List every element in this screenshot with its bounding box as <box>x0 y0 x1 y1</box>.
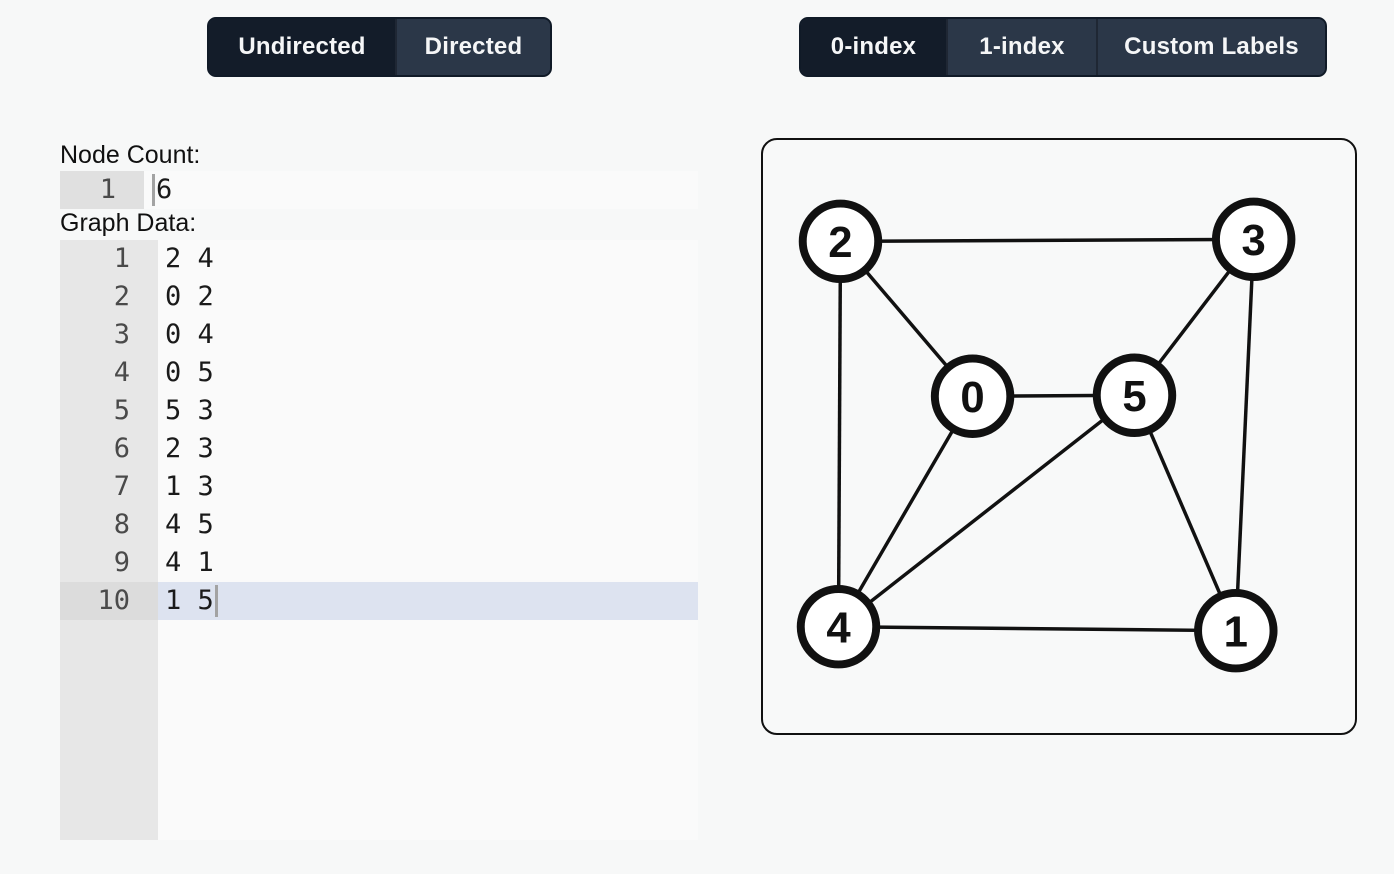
line-content[interactable]: 2 3 <box>158 430 698 468</box>
node-label: 0 <box>960 373 984 422</box>
edge-2-3 <box>840 237 1254 244</box>
graph-node-2[interactable]: 2 <box>798 199 883 284</box>
toggle-option-custom-labels[interactable]: Custom Labels <box>1096 19 1325 75</box>
line-text: 0 2 <box>165 281 214 312</box>
graph-node-5[interactable]: 5 <box>1092 353 1177 437</box>
graph-node-4[interactable]: 4 <box>796 584 881 669</box>
node-circle[interactable] <box>930 354 1015 438</box>
text-cursor <box>152 174 155 206</box>
line-number: 3 <box>113 319 130 350</box>
editor-line[interactable]: 6 2 3 <box>60 430 698 468</box>
text-cursor <box>214 585 218 617</box>
graph-svg: 2 3 0 5 4 1 <box>796 197 1296 673</box>
edge-0-4 <box>836 395 975 628</box>
graph-node-0[interactable]: 0 <box>930 354 1015 438</box>
graph-canvas[interactable]: 2 3 0 5 4 1 <box>761 138 1357 735</box>
line-content[interactable]: 6 <box>144 171 698 209</box>
line-number: 6 <box>113 433 130 464</box>
line-number: 10 <box>60 582 158 620</box>
line-content[interactable]: 5 3 <box>158 392 698 430</box>
line-number: 1 <box>99 174 116 205</box>
editor-line[interactable]: 5 5 3 <box>60 392 698 430</box>
line-text: 0 5 <box>165 357 214 388</box>
line-number: 9 <box>113 547 130 578</box>
node-label: 2 <box>828 218 852 267</box>
line-number: 4 <box>113 357 130 388</box>
node-circle[interactable] <box>1211 197 1296 282</box>
line-text: 5 3 <box>165 395 214 426</box>
line-content[interactable]: 2 4 <box>158 240 698 278</box>
node-label: 4 <box>826 603 851 652</box>
line-number: 1 <box>113 243 130 274</box>
node-circle[interactable] <box>1194 588 1278 673</box>
edge-1-3 <box>1234 239 1256 631</box>
graph-data-label: Graph Data: <box>60 209 197 237</box>
line-text: 1 3 <box>165 471 214 502</box>
line-text: 1 5 <box>165 585 214 616</box>
node-label: 3 <box>1242 216 1266 265</box>
editor-line[interactable]: 1 2 4 <box>60 240 698 278</box>
line-text: 2 3 <box>165 433 214 464</box>
graph-node-1[interactable]: 1 <box>1194 588 1278 673</box>
line-number: 5 <box>113 395 130 426</box>
editor-line[interactable]: 3 0 4 <box>60 316 698 354</box>
line-text: 6 <box>156 174 173 205</box>
editor-line[interactable]: 4 0 5 <box>60 354 698 392</box>
line-content[interactable]: 0 2 <box>158 278 698 316</box>
line-text: 4 1 <box>165 547 214 578</box>
line-number: 7 <box>113 471 130 502</box>
editor-line[interactable]: 8 4 5 <box>60 506 698 544</box>
line-content[interactable]: 4 1 <box>158 544 698 582</box>
edge-2-4 <box>836 241 843 627</box>
node-circle[interactable] <box>1092 353 1177 437</box>
edge-4-1 <box>838 624 1236 633</box>
editor-line[interactable]: 2 0 2 <box>60 278 698 316</box>
node-circle[interactable] <box>798 199 883 284</box>
node-count-label: Node Count: <box>60 141 201 169</box>
line-content[interactable]: 0 4 <box>158 316 698 354</box>
line-text: 0 4 <box>165 319 214 350</box>
line-content[interactable]: 4 5 <box>158 506 698 544</box>
toggle-option-directed[interactable]: Directed <box>395 19 550 75</box>
node-label: 5 <box>1122 372 1146 421</box>
line-content[interactable]: 1 5 <box>158 582 698 620</box>
line-number: 8 <box>113 509 130 540</box>
toggle-option-1-index[interactable]: 1-index <box>946 19 1096 75</box>
editor-line[interactable]: 7 1 3 <box>60 468 698 506</box>
node-label: 1 <box>1224 607 1248 656</box>
line-content[interactable]: 1 3 <box>158 468 698 506</box>
edge-1-5 <box>1132 394 1238 632</box>
edge-4-5 <box>837 393 1136 629</box>
graph-node-3[interactable]: 3 <box>1211 197 1296 282</box>
line-content[interactable]: 0 5 <box>158 354 698 392</box>
line-text: 4 5 <box>165 509 214 540</box>
toggle-option-undirected[interactable]: Undirected <box>209 19 395 75</box>
node-circle[interactable] <box>796 584 881 669</box>
line-number: 2 <box>113 281 130 312</box>
line-text: 2 4 <box>165 243 214 274</box>
editor-line[interactable]: 9 4 1 <box>60 544 698 582</box>
toggle-option-0-index[interactable]: 0-index <box>801 19 946 75</box>
